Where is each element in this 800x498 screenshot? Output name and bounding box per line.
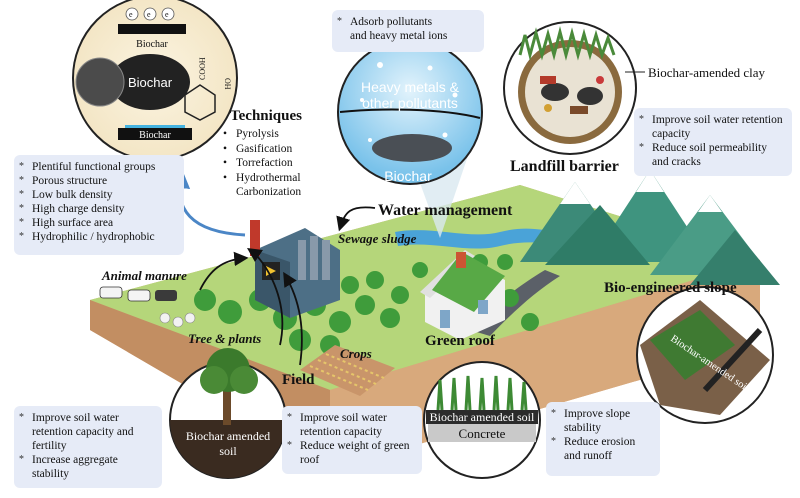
property-item: Porous structure [18,174,178,188]
arrow-crops [283,271,303,366]
roof-concrete-label: Concrete [459,426,506,441]
adsorb-line-1: Adsorb pollutants [350,16,433,28]
technique-item: Pyrolysis [222,127,342,142]
roof-soil-label: Biochar amended soil [430,410,535,424]
water-circle-text-2: other pollutants [362,95,458,111]
landfill-item: Reduce soil permeability and cracks [638,141,786,169]
slope-circle [636,286,774,424]
livestock [99,286,196,328]
oh-group-label: OH [223,78,232,90]
landfill-box: Improve soil water retention capacity Re… [634,108,792,176]
landfill-title: Landfill barrier [510,158,619,175]
roof-item: Reduce weight of green roof [286,439,416,467]
technique-item: Hydrothermal Carbonization [222,171,326,200]
adsorb-note: Adsorb pollutants and heavy metal ions [332,10,484,52]
trees-label: Tree & plants [188,331,262,346]
field-item: Improve soil water retention capacity an… [18,411,156,453]
biochar-base-label: Biochar [139,130,171,141]
field-circle-label-2: soil [219,444,237,458]
arrow-trees [247,247,284,346]
green-roof-circle [423,361,541,479]
field-label: Field [282,372,315,388]
mountains [520,170,780,285]
electron-label-2: e [147,10,151,19]
property-item: Hydrophilic / hydrophobic [18,230,178,244]
factory [250,220,340,318]
property-item: Low bulk density [18,188,178,202]
cooh-group-label: COOH [198,57,207,80]
property-item: Plentiful functional groups [18,160,178,174]
biochar-center-label: Biochar [128,75,173,90]
water-circle-text-1: Heavy metals & [361,79,460,95]
technique-item: Gasification [222,142,342,157]
field-soil-circle [169,348,287,479]
property-item: High surface area [18,216,178,230]
house [420,250,505,340]
field-circle-label-1: Biochar amended [186,429,270,443]
techniques-list: Pyrolysis Gasification Torrefaction Hydr… [222,127,342,200]
electron-label-3: e [165,10,169,19]
crop-field [300,345,395,396]
crops-label: Crops [340,346,372,361]
clay-label: Biochar-amended clay [648,65,766,80]
biochar-top-label: Biochar [136,39,168,50]
field-box: Improve soil water retention capacity an… [14,406,162,488]
slope-item: Reduce erosion and runoff [550,435,654,463]
roof-box: Improve soil water retention capacity Re… [282,406,422,474]
green-roof-label: Green roof [425,333,495,349]
roof-item: Improve soil water retention capacity [286,411,416,439]
properties-box: Plentiful functional groups Porous struc… [14,155,184,255]
adsorb-line-2: and heavy metal ions [350,30,448,42]
electron-label-1: e [129,10,133,19]
biochar-structure-circle [72,0,238,161]
water-management-title: Water management [378,202,513,219]
slope-item: Improve slope stability [550,407,654,435]
techniques-title: Techniques [230,108,302,124]
sewage-label: Sewage sludge [338,231,417,246]
arrow-sewage [336,206,376,232]
manure-label: Animal manure [102,268,187,283]
property-item: High charge density [18,202,178,216]
slope-label: Bio-engineered slope [604,280,737,296]
water-circle-biochar: Biochar [384,168,432,184]
landfill-circle [503,21,637,155]
arrow-manure [199,251,249,291]
slope-box: Improve slope stability Reduce erosion a… [546,402,660,476]
water-bubble [337,39,483,238]
technique-item: Torrefaction [222,156,342,171]
landfill-item: Improve soil water retention capacity [638,113,786,141]
field-item: Increase aggregate stability [18,453,156,481]
